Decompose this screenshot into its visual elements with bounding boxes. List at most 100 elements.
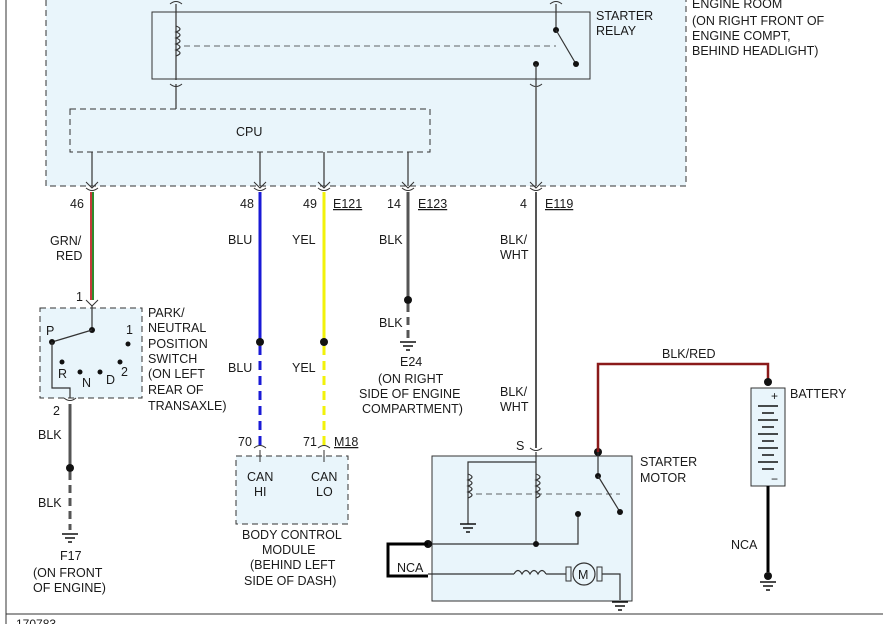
pin-48: 48 — [240, 197, 254, 211]
engine-room-title: ENGINE ROOM — [692, 0, 782, 11]
engine-room-location-1: (ON RIGHT FRONT OF — [692, 14, 825, 28]
wire-label-blk-switch-top: BLK — [38, 428, 62, 442]
switch-pos-n: N — [82, 376, 91, 390]
hold-coil-icon — [466, 473, 473, 499]
wire-grn-red: GRN/ RED — [50, 192, 94, 300]
ground-e24-location-3: COMPARTMENT) — [362, 402, 463, 416]
starter-relay: STARTER RELAY — [151, 1, 653, 186]
field-coil-icon — [513, 569, 547, 576]
wire-label-red: RED — [56, 249, 82, 263]
wire-yel: YEL YEL — [292, 192, 328, 450]
switch-pos-p: P — [46, 324, 54, 338]
cpu-block: CPU — [69, 108, 431, 186]
switch-pos-1: 1 — [126, 323, 133, 337]
wire-label-grn: GRN/ — [50, 234, 82, 248]
bcm-can-lo-2: LO — [316, 485, 333, 499]
ground-f17-id: F17 — [60, 549, 82, 563]
battery: + − BATTERY NCA — [731, 387, 847, 591]
wire-label-blu-bottom: BLU — [228, 361, 252, 375]
switch-pos-d: D — [106, 373, 115, 387]
bcm-label-4: SIDE OF DASH) — [244, 574, 336, 588]
pin-14: 14 — [387, 197, 401, 211]
wire-label-blk-wht-2a: BLK/ — [500, 385, 528, 399]
motor-symbol: M — [578, 568, 588, 582]
switch-label-7: TRANSAXLE) — [148, 399, 227, 413]
starter-relay-label-1: STARTER — [596, 9, 653, 23]
wire-blk-wht: BLK/ WHT BLK/ WHT — [500, 192, 537, 448]
ground-e24-id: E24 — [400, 355, 422, 369]
motor-icon — [572, 562, 596, 586]
starter-switch-icon — [597, 475, 621, 513]
starter-relay-label-2: RELAY — [596, 24, 637, 38]
wire-label-yel-top: YEL — [292, 233, 316, 247]
switch-pin-2: 2 — [53, 404, 60, 418]
switch-pin-1: 1 — [76, 290, 83, 304]
pin-49: 49 — [303, 197, 317, 211]
cpu-label: CPU — [236, 125, 262, 139]
bcm-label-2: MODULE — [262, 543, 315, 557]
ground-f17-location-2: OF ENGINE) — [33, 581, 106, 595]
engine-room-location-3: BEHIND HEADLIGHT) — [692, 44, 818, 58]
wire-blk-red: BLK/RED — [596, 347, 772, 452]
ground-icon — [612, 601, 628, 611]
nca-link — [386, 542, 428, 578]
starter-nca-label: NCA — [397, 561, 424, 575]
switch-label-2: NEUTRAL — [148, 321, 206, 335]
starter-terminal-s: S — [516, 439, 524, 453]
starter-motor: S STARTER MOTOR M — [386, 439, 697, 611]
pin-46: 46 — [70, 197, 84, 211]
relay-coil-icon — [174, 25, 181, 57]
switch-label-6: REAR OF — [148, 383, 204, 397]
switch-label-4: SWITCH — [148, 352, 197, 366]
wire-blk-14: BLK BLK E24 (ON RIGHT SIDE OF ENGINE COM… — [359, 192, 463, 416]
wire-label-blk-14-bottom: BLK — [379, 316, 403, 330]
boundary-connectors — [85, 181, 543, 191]
pin-4: 4 — [520, 197, 527, 211]
engine-room-location-2: ENGINE COMPT, — [692, 29, 791, 43]
switch-pos-2: 2 — [121, 365, 128, 379]
ground-f17-location-1: (ON FRONT — [33, 566, 103, 580]
wire-label-blk-wht-1a: BLK/ — [500, 233, 528, 247]
bcm-pin-71: 71 — [303, 435, 317, 449]
battery-plus: + — [771, 389, 778, 403]
switch-label-3: POSITION — [148, 337, 208, 351]
ground-icon — [400, 341, 416, 351]
bcm-can-hi-1: CAN — [247, 470, 273, 484]
bcm-connector-m18: M18 — [334, 435, 358, 449]
wire-blu: BLU BLU — [228, 192, 264, 450]
ground-icon — [760, 581, 776, 591]
bcm-pin-70: 70 — [238, 435, 252, 449]
battery-nca-label: NCA — [731, 538, 758, 552]
wire-label-blk-red: BLK/RED — [662, 347, 716, 361]
wire-label-blk-wht-2b: WHT — [500, 400, 529, 414]
wire-label-blk-wht-1b: WHT — [500, 248, 529, 262]
battery-label: BATTERY — [790, 387, 847, 401]
wire-label-blk-14-top: BLK — [379, 233, 403, 247]
ground-e24-location-2: SIDE OF ENGINE — [359, 387, 460, 401]
connector-e123: E123 — [418, 197, 447, 211]
bcm-can-hi-2: HI — [254, 485, 267, 499]
starter-motor-label-2: MOTOR — [640, 471, 686, 485]
ground-e24-location-1: (ON RIGHT — [378, 372, 444, 386]
ground-icon — [62, 533, 78, 543]
wire-label-blk-switch-bottom: BLK — [38, 496, 62, 510]
relay-switch-icon — [555, 29, 577, 65]
switch-label-1: PARK/ — [148, 306, 185, 320]
bcm-can-lo-1: CAN — [311, 470, 337, 484]
bcm-label-3: (BEHIND LEFT — [250, 558, 336, 572]
connector-e119: E119 — [545, 197, 573, 211]
bcm-label-1: BODY CONTROL — [242, 528, 342, 542]
wire-label-yel-bottom: YEL — [292, 361, 316, 375]
wire-label-blu-top: BLU — [228, 233, 252, 247]
switch-contact-icon — [51, 329, 93, 343]
body-control-module: 70 71 M18 CAN HI CAN LO BODY CONTROL MOD… — [235, 435, 358, 588]
wire-blk-switch: BLK BLK F17 (ON FRONT OF ENGINE) — [33, 404, 106, 595]
switch-label-5: (ON LEFT — [148, 367, 205, 381]
park-neutral-switch: 1 P 1 R N D 2 2 PARK/ NEUTRAL POSITION S… — [39, 290, 227, 418]
diagram-code: 170783 — [16, 617, 56, 624]
battery-cells-icon — [758, 405, 778, 470]
connector-e121: E121 — [333, 197, 362, 211]
switch-pos-r: R — [58, 367, 67, 381]
battery-minus: − — [771, 472, 778, 486]
